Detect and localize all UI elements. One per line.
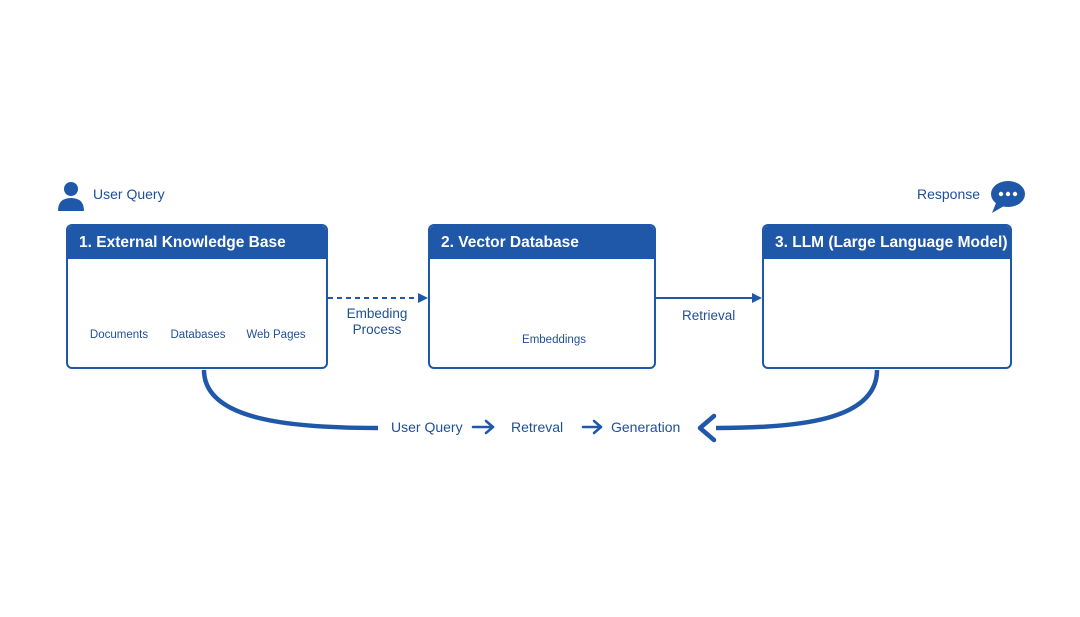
- flow-step-user-query: User Query: [391, 419, 463, 435]
- embedding-label-line1: Embeding: [346, 306, 408, 321]
- response-label: Response: [917, 186, 981, 202]
- user-icon: [58, 182, 84, 211]
- box-title: 3. LLM (Large Language Model): [764, 226, 1010, 259]
- box-title: 2. Vector Database: [430, 226, 654, 259]
- bottom-curve-left: [201, 369, 379, 431]
- flow-arrow-1: [471, 419, 495, 435]
- documents-label: Documents: [89, 329, 149, 341]
- chat-bubble-icon: [991, 181, 1025, 213]
- web-pages-label: Web Pages: [246, 329, 306, 341]
- vector-database-box: 2. Vector Database: [428, 224, 656, 369]
- databases-label: Databases: [170, 329, 226, 341]
- user-query-label: User Query: [93, 186, 165, 202]
- external-knowledge-base-box: 1. External Knowledge Base: [66, 224, 328, 369]
- llm-box: 3. LLM (Large Language Model): [762, 224, 1012, 369]
- bottom-curve-right: [715, 369, 880, 431]
- embedding-process-label: Embeding Process: [338, 306, 416, 338]
- box-title: 1. External Knowledge Base: [68, 226, 326, 259]
- embeddings-label: Embeddings: [522, 334, 586, 346]
- flow-arrow-2: [581, 419, 603, 435]
- flow-step-retrieval: Retreval: [511, 419, 564, 435]
- bottom-curve-arrowhead: [697, 413, 717, 443]
- retrieval-label: Retrieval: [682, 308, 736, 323]
- flow-step-generation: Generation: [611, 419, 681, 435]
- embedding-label-line2: Process: [352, 322, 402, 337]
